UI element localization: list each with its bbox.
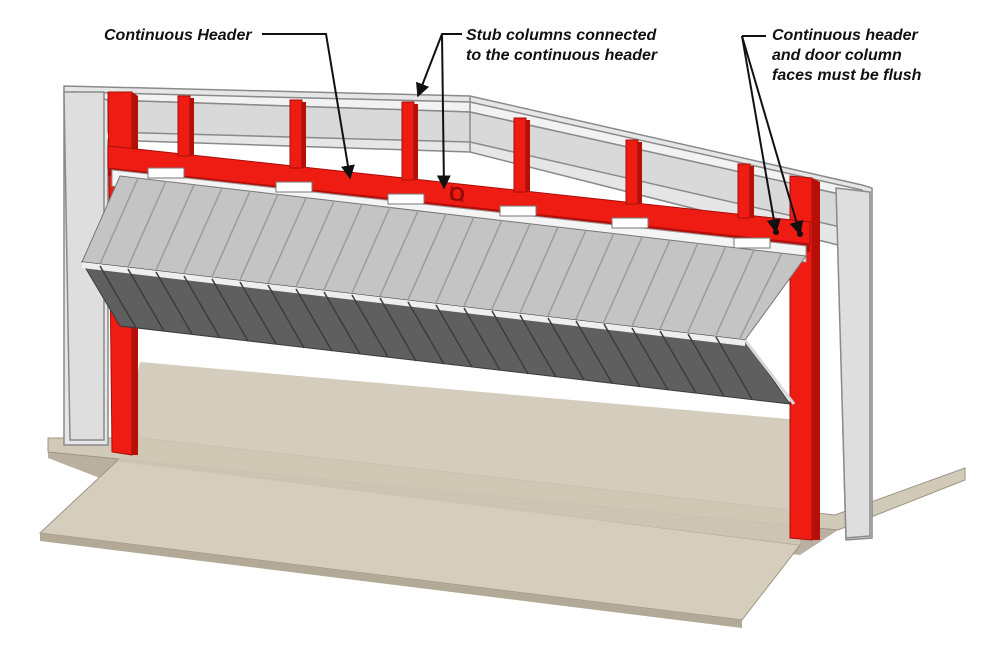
stub-columns-line-1: Stub columns connected <box>466 27 657 44</box>
stub-leader-1 <box>416 33 462 98</box>
continuous-header-label: Continuous Header <box>104 26 252 46</box>
flush-faces-line-3: faces must be flush <box>772 67 922 84</box>
stub-columns-line-2: to the continuous header <box>466 47 658 64</box>
stub-leader-2 <box>436 33 451 190</box>
flush-leader-2 <box>741 35 804 236</box>
stub-columns-label: Stub columns connected to the continuous… <box>466 26 657 66</box>
floor-slab <box>38 362 966 628</box>
bifold-door <box>81 175 807 405</box>
flush-faces-line-1: Continuous header <box>772 27 918 44</box>
flush-faces-line-2: and door column <box>772 47 902 64</box>
flush-leader-dot-2 <box>797 231 803 237</box>
header-leader <box>262 33 355 180</box>
flush-leader-dot-1 <box>773 229 779 235</box>
continuous-header-text: Continuous Header <box>104 27 252 44</box>
flush-leader-1 <box>741 35 781 234</box>
annotation-leaders <box>262 33 804 236</box>
flush-faces-label: Continuous header and door column faces … <box>772 26 921 86</box>
